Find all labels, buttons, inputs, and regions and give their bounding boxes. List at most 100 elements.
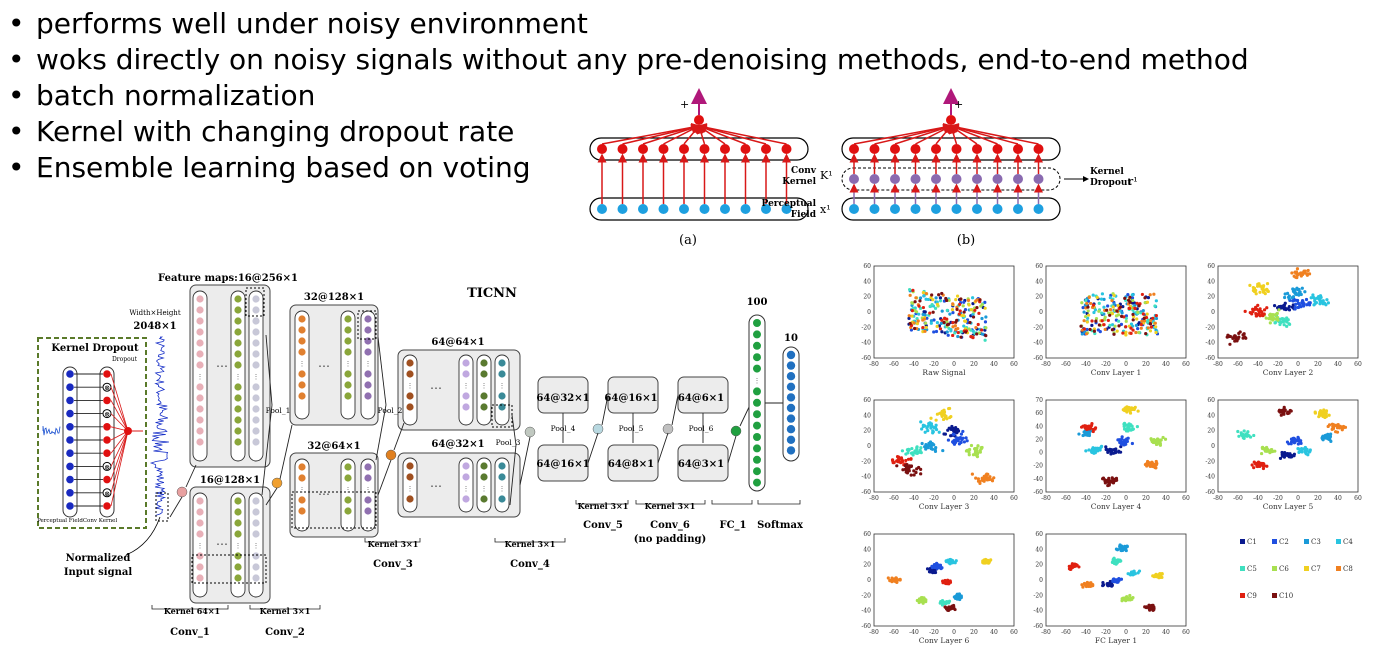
tsne-point: [961, 304, 965, 308]
tsne-point: [1110, 323, 1115, 327]
softmax-node: [786, 435, 796, 444]
tsne-point: [947, 406, 951, 411]
fc-node: [753, 319, 761, 327]
tsne-point: [928, 311, 932, 315]
x-tick-label: 60: [1182, 629, 1190, 636]
tsne-point: [1154, 299, 1158, 303]
tsne-point: [1088, 327, 1092, 332]
ticnn-diagram: ⊗⊗⊗⊗⋮…⋮⋮⋮…⋮⋮⋮…⋮⋮⋮…⋮⋮⋮…⋮⋮⋮⋮…⋮⋮⋮⋮ TICNN Ke…: [37, 273, 804, 638]
feature-node: [196, 416, 204, 424]
tsne-point: [909, 451, 914, 455]
tsne-point: [914, 470, 918, 475]
tsne-point: [958, 309, 962, 313]
tsne-point: [1163, 437, 1168, 441]
feature-node: [344, 326, 352, 334]
tsne-point: [943, 316, 947, 320]
fm3-label: 32@128×1: [304, 292, 364, 303]
sum-arrow: [874, 123, 953, 145]
tsne-point: [974, 450, 978, 455]
tsne-point: [1080, 583, 1084, 587]
y-tick-label: 60: [1035, 531, 1043, 538]
tsne-point: [975, 332, 979, 336]
tsne-point: [1133, 306, 1137, 311]
feature-node: [406, 403, 414, 411]
tsne-point: [1305, 447, 1309, 451]
tsne-point: [1335, 426, 1340, 430]
tsne-point: [948, 607, 952, 611]
ellipsis: …: [430, 476, 442, 490]
tsne-point: [967, 303, 971, 307]
tsne-point: [907, 316, 911, 320]
tsne-point: [1111, 557, 1115, 561]
tsne-point: [1091, 293, 1095, 297]
tsne-point: [1110, 476, 1114, 480]
tsne-point: [1136, 310, 1140, 314]
x-tick-label: 40: [990, 629, 998, 636]
tsne-point: [1154, 313, 1158, 318]
sum-node: [946, 115, 956, 125]
tsne-point: [1150, 605, 1154, 610]
tsne-point: [1094, 316, 1099, 321]
tsne-point: [1077, 432, 1081, 436]
feature-node: [406, 370, 414, 378]
fc-node: [753, 444, 761, 453]
conv2-block: [289, 304, 379, 426]
tsne-point: [1110, 448, 1114, 452]
tsne-point: [1092, 327, 1096, 331]
output-node: [972, 144, 982, 154]
bullet-item: •performs well under noisy environment: [8, 7, 588, 40]
conv-window: [191, 554, 267, 584]
pool-label: Pool_4: [551, 424, 576, 433]
tsne-point: [1321, 299, 1325, 303]
tsne-point: [926, 297, 930, 302]
tsne-point: [1149, 318, 1153, 323]
tsne-point: [1144, 462, 1148, 466]
feature-node: [344, 474, 352, 482]
feature-node: [234, 574, 242, 582]
fc-node: [753, 455, 761, 464]
conv-layer-label: Conv_5: [583, 520, 623, 531]
tsne-point: [1106, 318, 1110, 323]
tsne-point: [1298, 272, 1302, 276]
tsne-point: [978, 298, 982, 302]
tsne-point: [1140, 292, 1145, 297]
tsne-point: [1305, 303, 1309, 307]
tsne-point: [1110, 560, 1115, 564]
x-tick-label: 0: [952, 361, 956, 368]
feature-node: [234, 328, 242, 336]
tsne-point: [1150, 461, 1154, 465]
tsne-point: [923, 329, 927, 333]
y-tick-label: -60: [1033, 623, 1043, 630]
output-node: [931, 144, 941, 154]
tsne-point: [929, 296, 933, 300]
inset-input-node: [66, 502, 74, 510]
tsne-point: [1143, 296, 1147, 300]
tsne-point: [1118, 305, 1123, 309]
brace: [757, 500, 801, 505]
tsne-point: [917, 312, 921, 316]
feature-node: [364, 463, 372, 471]
connector: [375, 404, 387, 461]
tsne-point: [1067, 564, 1071, 569]
tsne-point: [974, 299, 978, 303]
output-node: [781, 144, 792, 154]
kernel-label: Kernel 3×1: [645, 501, 696, 511]
ellipsis: …: [216, 356, 228, 370]
tsne-point: [1124, 330, 1128, 334]
tsne-point: [1250, 312, 1254, 316]
feature-node: [498, 403, 506, 411]
tsne-point: [1309, 296, 1313, 300]
output-bar: [589, 137, 809, 161]
tsne-point: [1149, 325, 1153, 329]
tsne-point: [1103, 315, 1107, 319]
x-tick-label: -40: [909, 361, 919, 368]
ellipsis: ⋮: [197, 542, 204, 550]
ellipsis: ⋮: [345, 360, 352, 368]
tsne-point: [1122, 424, 1126, 428]
bn-node: [385, 449, 397, 461]
tsne-point: [1087, 432, 1091, 436]
feature-node: [364, 326, 372, 334]
tsne-point: [943, 605, 947, 609]
fc-node: [753, 421, 761, 430]
y-tick-label: -60: [1033, 355, 1043, 362]
